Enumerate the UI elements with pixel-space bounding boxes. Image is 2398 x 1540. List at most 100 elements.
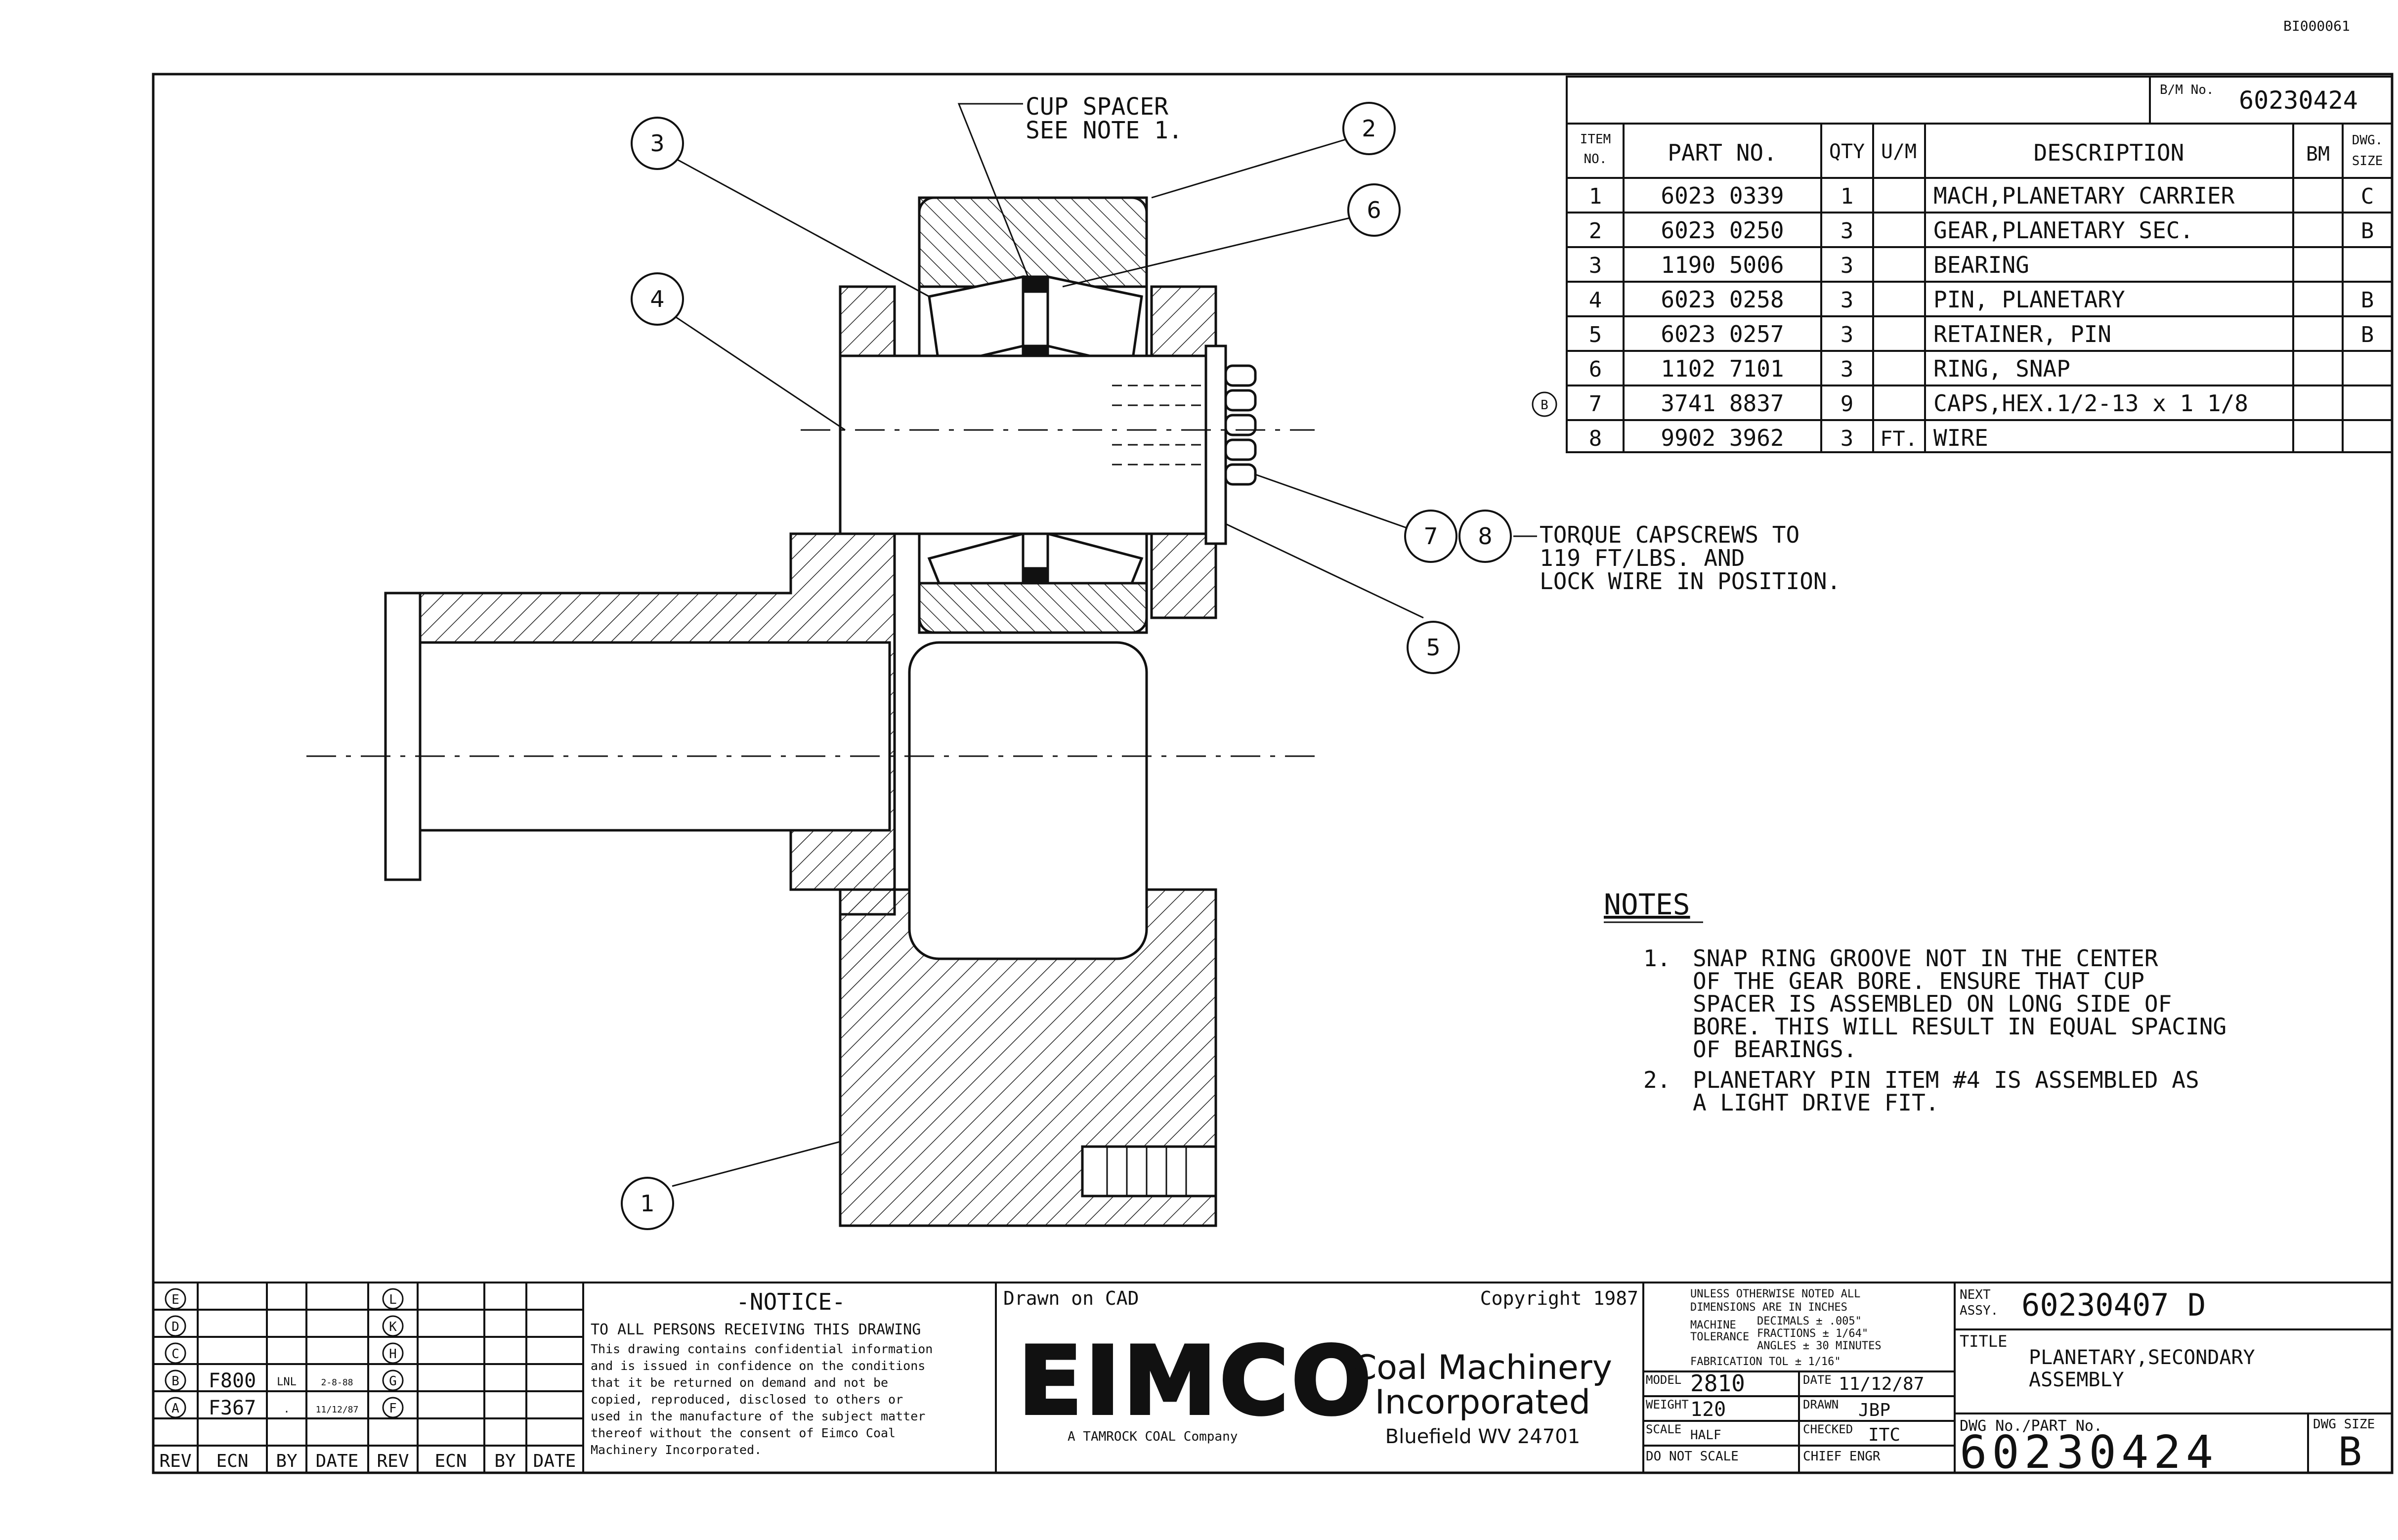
rev-circle (382, 1342, 404, 1364)
bom-description: GEAR,PLANETARY SEC. (1933, 217, 2193, 244)
bom-description: MACH,PLANETARY CARRIER (1933, 182, 2235, 209)
svg-text:CHECKED: CHECKED (1803, 1422, 1853, 1436)
bom-qty: 3 (1841, 322, 1854, 347)
svg-text:DECIMALS ± .005": DECIMALS ± .005" (1757, 1315, 1862, 1327)
rev-letter: F (389, 1401, 397, 1416)
bom-part-no: 6023 0258 (1661, 286, 1784, 313)
dwg-number: 60230424 (1960, 1426, 2218, 1479)
capscrews (1224, 364, 1257, 486)
note-line: SPACER IS ASSEMBLED ON LONG SIDE OF (1693, 990, 2172, 1017)
svg-text:DATE: DATE (316, 1451, 359, 1471)
balloon-6: 6 (1347, 183, 1401, 237)
rev-ecn: F367 (209, 1397, 256, 1419)
drawing-title: PLANETARY,SECONDARY (2029, 1346, 2255, 1369)
revision-footer: REV ECN BY DATE REV ECN BY DATE (159, 1451, 576, 1471)
rev-date: 2-8-88 (321, 1377, 353, 1388)
bom-qty: 1 (1841, 184, 1854, 209)
svg-text:11/12/87: 11/12/87 (1839, 1374, 1924, 1394)
rev-letter: E (171, 1292, 179, 1307)
carrier-bore (384, 641, 891, 832)
svg-text:7: 7 (1423, 523, 1438, 550)
rev-circle (165, 1315, 186, 1337)
title-block: NEXT ASSY. 60230407 D TITLE PLANETARY,SE… (1960, 1287, 2375, 1479)
svg-text:ITC: ITC (1868, 1425, 1900, 1445)
assembly-section-view (306, 196, 1325, 1227)
pin-retainer (1204, 344, 1227, 545)
notice-block: -NOTICE- TO ALL PERSONS RECEIVING THIS D… (591, 1288, 921, 1338)
svg-text:DWG SIZE: DWG SIZE (2313, 1417, 2375, 1432)
svg-text:TOLERANCE: TOLERANCE (1690, 1331, 1749, 1343)
rev-circle (165, 1397, 186, 1418)
svg-text:6: 6 (1367, 197, 1381, 223)
svg-text:HALF: HALF (1690, 1428, 1721, 1443)
bom-text: B/M No. 60230424 ITEM NO. PART NO. QTY U… (1580, 83, 2383, 169)
svg-text:B/M No.: B/M No. (2160, 83, 2214, 97)
svg-text:1: 1 (640, 1190, 654, 1217)
svg-text:ECN: ECN (216, 1451, 248, 1471)
svg-text:MACHINE: MACHINE (1690, 1319, 1736, 1331)
bom-part-no: 6023 0257 (1661, 321, 1784, 347)
svg-text:BY: BY (276, 1451, 298, 1471)
svg-text:REV: REV (377, 1451, 409, 1471)
rev-letter: H (389, 1347, 397, 1362)
svg-text:DWG.: DWG. (2352, 133, 2383, 148)
balloon-3: 3 (631, 117, 684, 170)
bom-qty: 3 (1841, 218, 1854, 244)
rev-marker-circle (1532, 391, 1557, 417)
bom-dwg-size: B (2361, 322, 2374, 347)
bom-qty: 9 (1841, 391, 1854, 417)
svg-text:2: 2 (1362, 115, 1376, 142)
rev-date: 11/12/87 (316, 1405, 359, 1415)
notice-line: copied, reproduced, disclosed to others … (591, 1392, 903, 1407)
svg-text:TORQUE CAPSCREWS TO: TORQUE CAPSCREWS TO (1540, 521, 1799, 548)
title-block-frame (153, 1282, 2392, 1473)
svg-text:DIMENSIONS ARE IN INCHES: DIMENSIONS ARE IN INCHES (1690, 1301, 1847, 1314)
bom-item-no: 2 (1589, 218, 1602, 244)
rev-circle (382, 1315, 404, 1337)
bom-description: BEARING (1933, 252, 2029, 278)
bm-number: 60230424 (2239, 86, 2358, 115)
notes-title: NOTES (1604, 888, 1690, 921)
svg-text:TO ALL PERSONS RECEIVING THIS: TO ALL PERSONS RECEIVING THIS DRAWING (591, 1321, 921, 1338)
svg-text:BY: BY (494, 1451, 516, 1471)
bearing-cones (927, 275, 1144, 585)
callout-torque: TORQUE CAPSCREWS TO 119 FT/LBS. AND LOCK… (1540, 521, 1841, 595)
rev-letter: D (171, 1320, 179, 1334)
bom-qty: 3 (1841, 288, 1854, 313)
bom-item-no: 7 (1589, 391, 1602, 417)
notice-line: This drawing contains confidential infor… (591, 1342, 933, 1356)
balloon-8: 8 (1458, 510, 1512, 563)
rev-marker: B (1541, 398, 1548, 413)
rev-circle (382, 1397, 404, 1418)
svg-text:FRACTIONS ± 1/64": FRACTIONS ± 1/64" (1757, 1327, 1868, 1340)
bom-description: PIN, PLANETARY (1933, 286, 2125, 313)
svg-text:BM: BM (2306, 143, 2330, 166)
svg-text:5: 5 (1426, 634, 1440, 661)
notice-line: thereof without the consent of Eimco Coa… (591, 1426, 896, 1440)
svg-text:119 FT/LBS. AND: 119 FT/LBS. AND (1540, 545, 1745, 571)
svg-text:PART NO.: PART NO. (1668, 139, 1777, 166)
svg-text:SIZE: SIZE (2352, 154, 2383, 169)
bom-description: RING, SNAP (1933, 355, 2070, 382)
bom-item-no: 8 (1589, 426, 1602, 451)
notice-line: that it be returned on demand and not be (591, 1375, 888, 1390)
planet-gear-bottom-hatch (918, 582, 1148, 634)
bom-description: CAPS,HEX.1/2-13 x 1 1/8 (1933, 390, 2248, 417)
bom-item-no: 4 (1589, 288, 1602, 313)
rev-ecn: F800 (209, 1369, 256, 1392)
bom-qty: 3 (1841, 253, 1854, 278)
svg-text:3: 3 (650, 130, 664, 157)
bom-dwg-size: B (2361, 218, 2374, 244)
svg-text:CUP SPACER: CUP SPACER (1026, 93, 1168, 121)
rev-letter: B (171, 1374, 179, 1389)
eimco-logo: EIMCO (1018, 1326, 1374, 1436)
